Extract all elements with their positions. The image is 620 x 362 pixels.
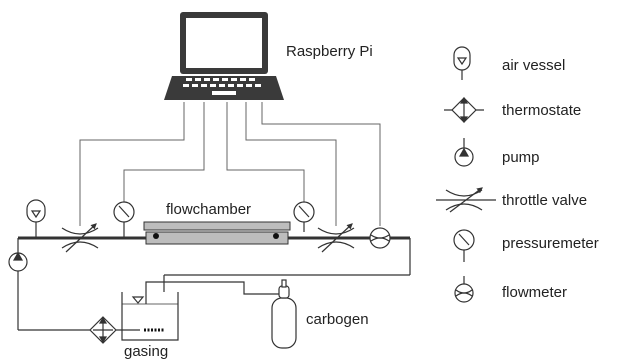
- pressuremeter-icon: [113, 201, 135, 238]
- throttle-valve-icon: [317, 223, 355, 253]
- pressuremeter-icon: [293, 201, 315, 232]
- legend-throttle-valve-icon: [436, 187, 496, 213]
- legend-label-throttle-valve: throttle valve: [502, 192, 588, 209]
- air-vessel-icon: [26, 199, 46, 238]
- legend-pump-icon: [454, 138, 474, 167]
- legend-label-pressuremeter: pressuremeter: [502, 235, 599, 252]
- flowchamber-label: flowchamber: [166, 201, 252, 218]
- legend-label-thermostate: thermostate: [502, 102, 582, 119]
- legend-label-pump: pump: [502, 149, 540, 166]
- thermostate-icon: [89, 316, 117, 344]
- flowchamber: [143, 221, 291, 245]
- legend-air-vessel-icon: [453, 46, 471, 80]
- pump-icon: [8, 251, 28, 272]
- carbogen-bottle-icon: [271, 279, 297, 349]
- gasing-label: gasing: [124, 343, 169, 360]
- signal-wires: [79, 102, 381, 226]
- legend-pressuremeter-icon: [453, 229, 475, 262]
- flowmeter-icon: [369, 227, 391, 249]
- gasing-reservoir: [121, 292, 179, 341]
- legend-thermostate-icon: [444, 96, 484, 124]
- raspberry-pi-label: Raspberry Pi: [286, 43, 373, 60]
- carbogen-label: carbogen: [306, 311, 369, 328]
- legend-label-flowmeter: flowmeter: [502, 284, 568, 301]
- legend-label-air-vessel: air vessel: [502, 57, 566, 74]
- legend-flowmeter-icon: [454, 276, 474, 303]
- laptop-icon: [164, 12, 284, 100]
- legend: [436, 46, 496, 303]
- throttle-valve-icon: [61, 223, 99, 253]
